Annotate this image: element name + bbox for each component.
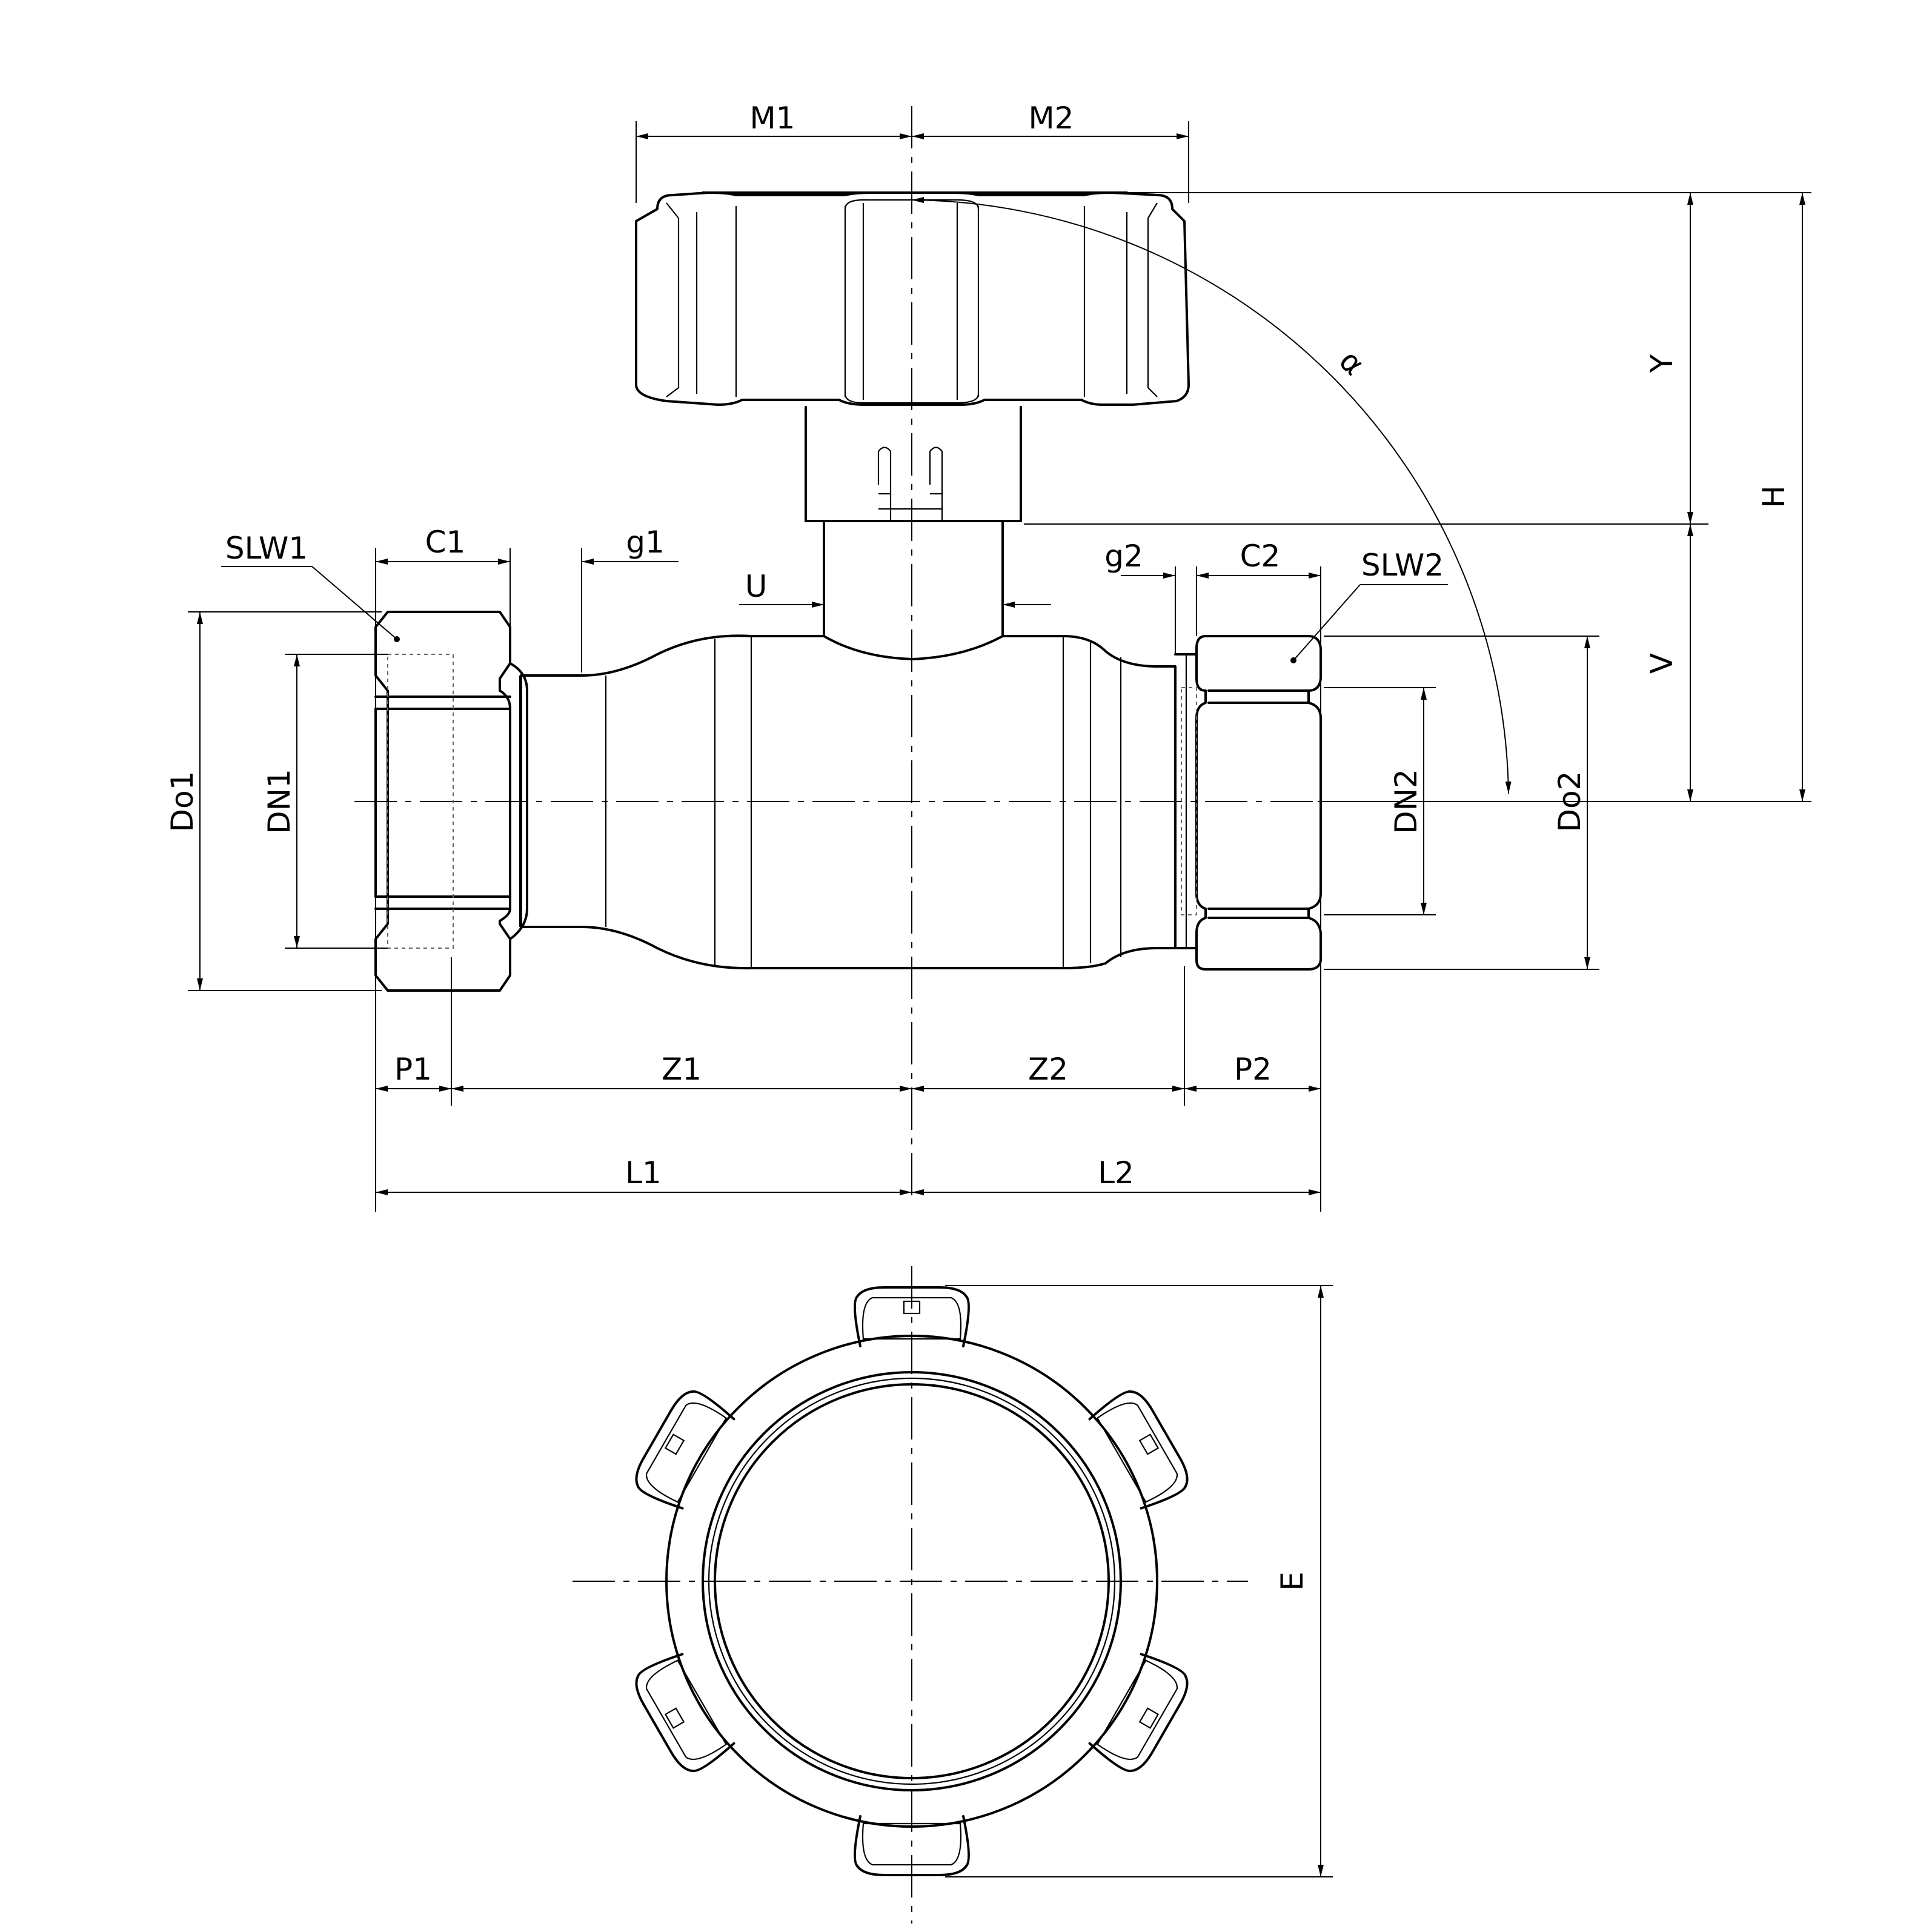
extension-lines: [188, 121, 1811, 1212]
label-g1: g1: [626, 525, 665, 560]
handwheel-outer-rim: [665, 1335, 1158, 1828]
label-z2: Z2: [1028, 1052, 1068, 1087]
dimension-labels: M1 M2 SLW1 C1 g1 g2 C2 SLW2 U α Y H V Do…: [165, 101, 1791, 1190]
label-u: U: [745, 569, 768, 604]
label-v: V: [1644, 653, 1679, 674]
right-hex-nut: [1174, 635, 1322, 971]
label-c2: C2: [1240, 539, 1281, 574]
label-z1: Z1: [662, 1052, 702, 1087]
dimension-lines: [197, 133, 1805, 1195]
label-dn1: DN1: [262, 769, 297, 834]
label-slw1: SLW1: [225, 531, 308, 566]
handwheel-ring-mid: [708, 1377, 1116, 1785]
handwheel-lobes: [635, 1286, 1189, 1876]
label-p1: P1: [394, 1052, 432, 1087]
label-p2: P2: [1234, 1052, 1272, 1087]
top-view: E: [573, 1266, 1333, 1924]
handwheel-top: [635, 1286, 1189, 1876]
label-l1: L1: [625, 1155, 662, 1190]
label-y: Y: [1644, 354, 1679, 373]
label-dn2: DN2: [1389, 769, 1424, 834]
label-c1: C1: [425, 525, 466, 560]
leader-lines: [221, 566, 1448, 663]
label-alpha: α: [1332, 343, 1371, 382]
side-view: M1 M2 SLW1 C1 g1 g2 C2 SLW2 U α Y H V Do…: [165, 101, 1811, 1212]
handwheel-ring-inner: [714, 1383, 1110, 1779]
label-slw2: SLW2: [1361, 548, 1444, 583]
left-hex-nut: [374, 611, 528, 992]
label-do1: Do1: [165, 771, 200, 832]
label-m2: M2: [1029, 101, 1074, 136]
label-e: E: [1275, 1572, 1310, 1591]
label-do2: Do2: [1552, 771, 1587, 832]
label-h: H: [1756, 485, 1791, 508]
stem-housing: [805, 406, 1022, 637]
label-l2: L2: [1098, 1155, 1134, 1190]
label-m1: M1: [750, 101, 795, 136]
label-g2: g2: [1104, 539, 1143, 574]
handwheel-ring-outer: [702, 1371, 1122, 1791]
